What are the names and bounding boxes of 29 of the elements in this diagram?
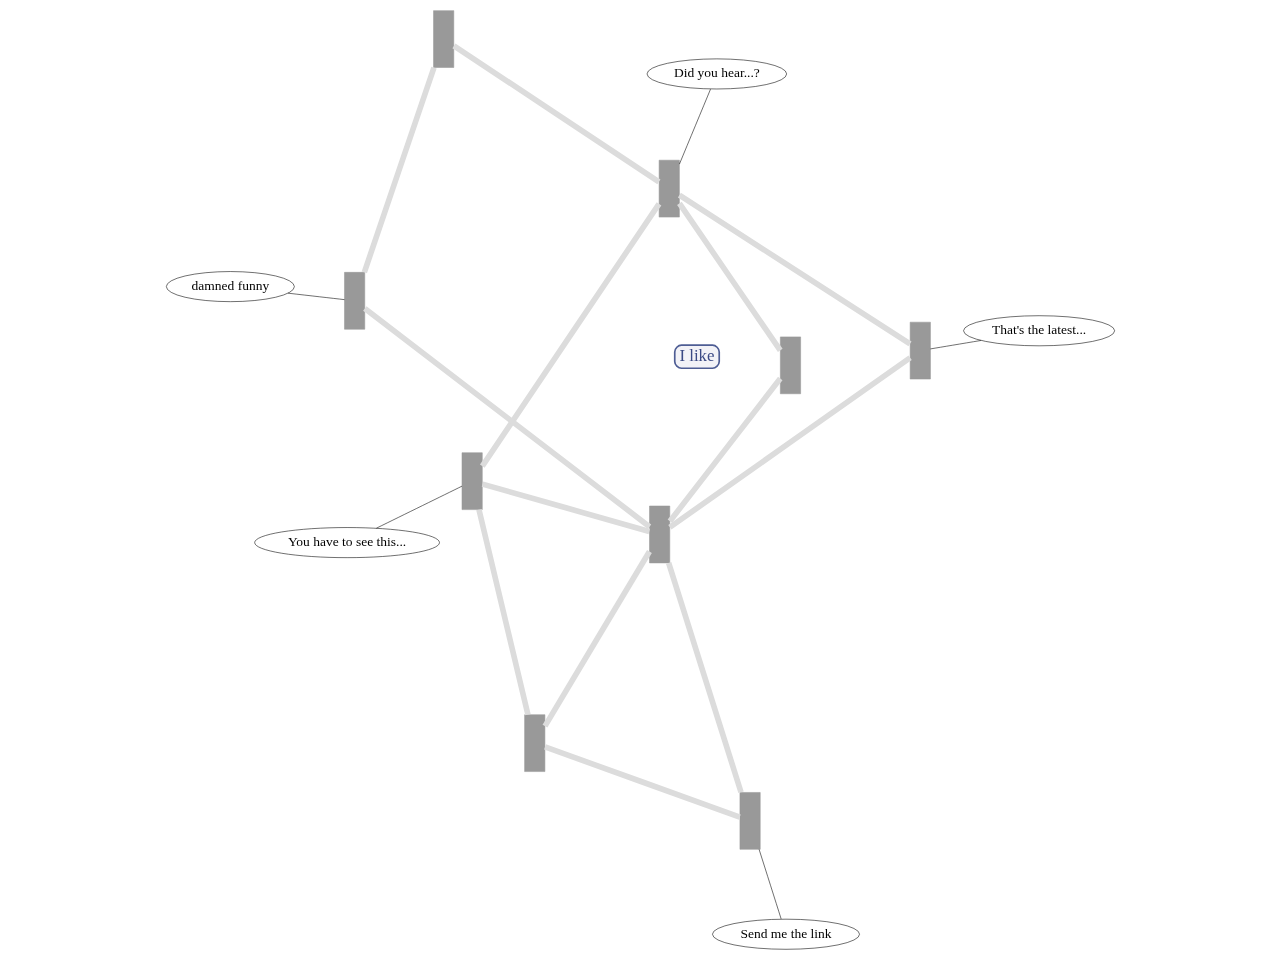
- connector: [677, 192, 912, 347]
- node-person: [432, 10, 454, 68]
- connector: [676, 201, 783, 352]
- connector: [665, 562, 744, 794]
- connector: [451, 43, 660, 185]
- node-person: [648, 505, 670, 564]
- connector: [479, 202, 661, 468]
- node-ellipse: Did you hear...?: [646, 58, 787, 90]
- connector: [361, 66, 437, 274]
- connector: [542, 550, 652, 728]
- node-person: [461, 452, 483, 510]
- connector: [481, 481, 650, 535]
- node-ellipse: You have to see this...: [253, 527, 440, 558]
- node-ellipse: That's the latest...: [962, 315, 1115, 347]
- node-ellipse: Send me the link: [711, 918, 860, 950]
- connector: [667, 355, 912, 530]
- connector: [667, 376, 782, 523]
- node-person: [779, 336, 801, 395]
- node-person: [343, 272, 365, 330]
- node-person: [909, 321, 931, 380]
- node-ellipse: damned funny: [165, 271, 295, 302]
- node-person: [658, 159, 680, 218]
- node-person: [523, 714, 545, 772]
- connector: [929, 340, 981, 350]
- node-person: [739, 792, 760, 850]
- connector: [362, 306, 651, 529]
- connector: [543, 744, 741, 820]
- connector: [475, 509, 531, 716]
- node-box: I like: [673, 344, 720, 370]
